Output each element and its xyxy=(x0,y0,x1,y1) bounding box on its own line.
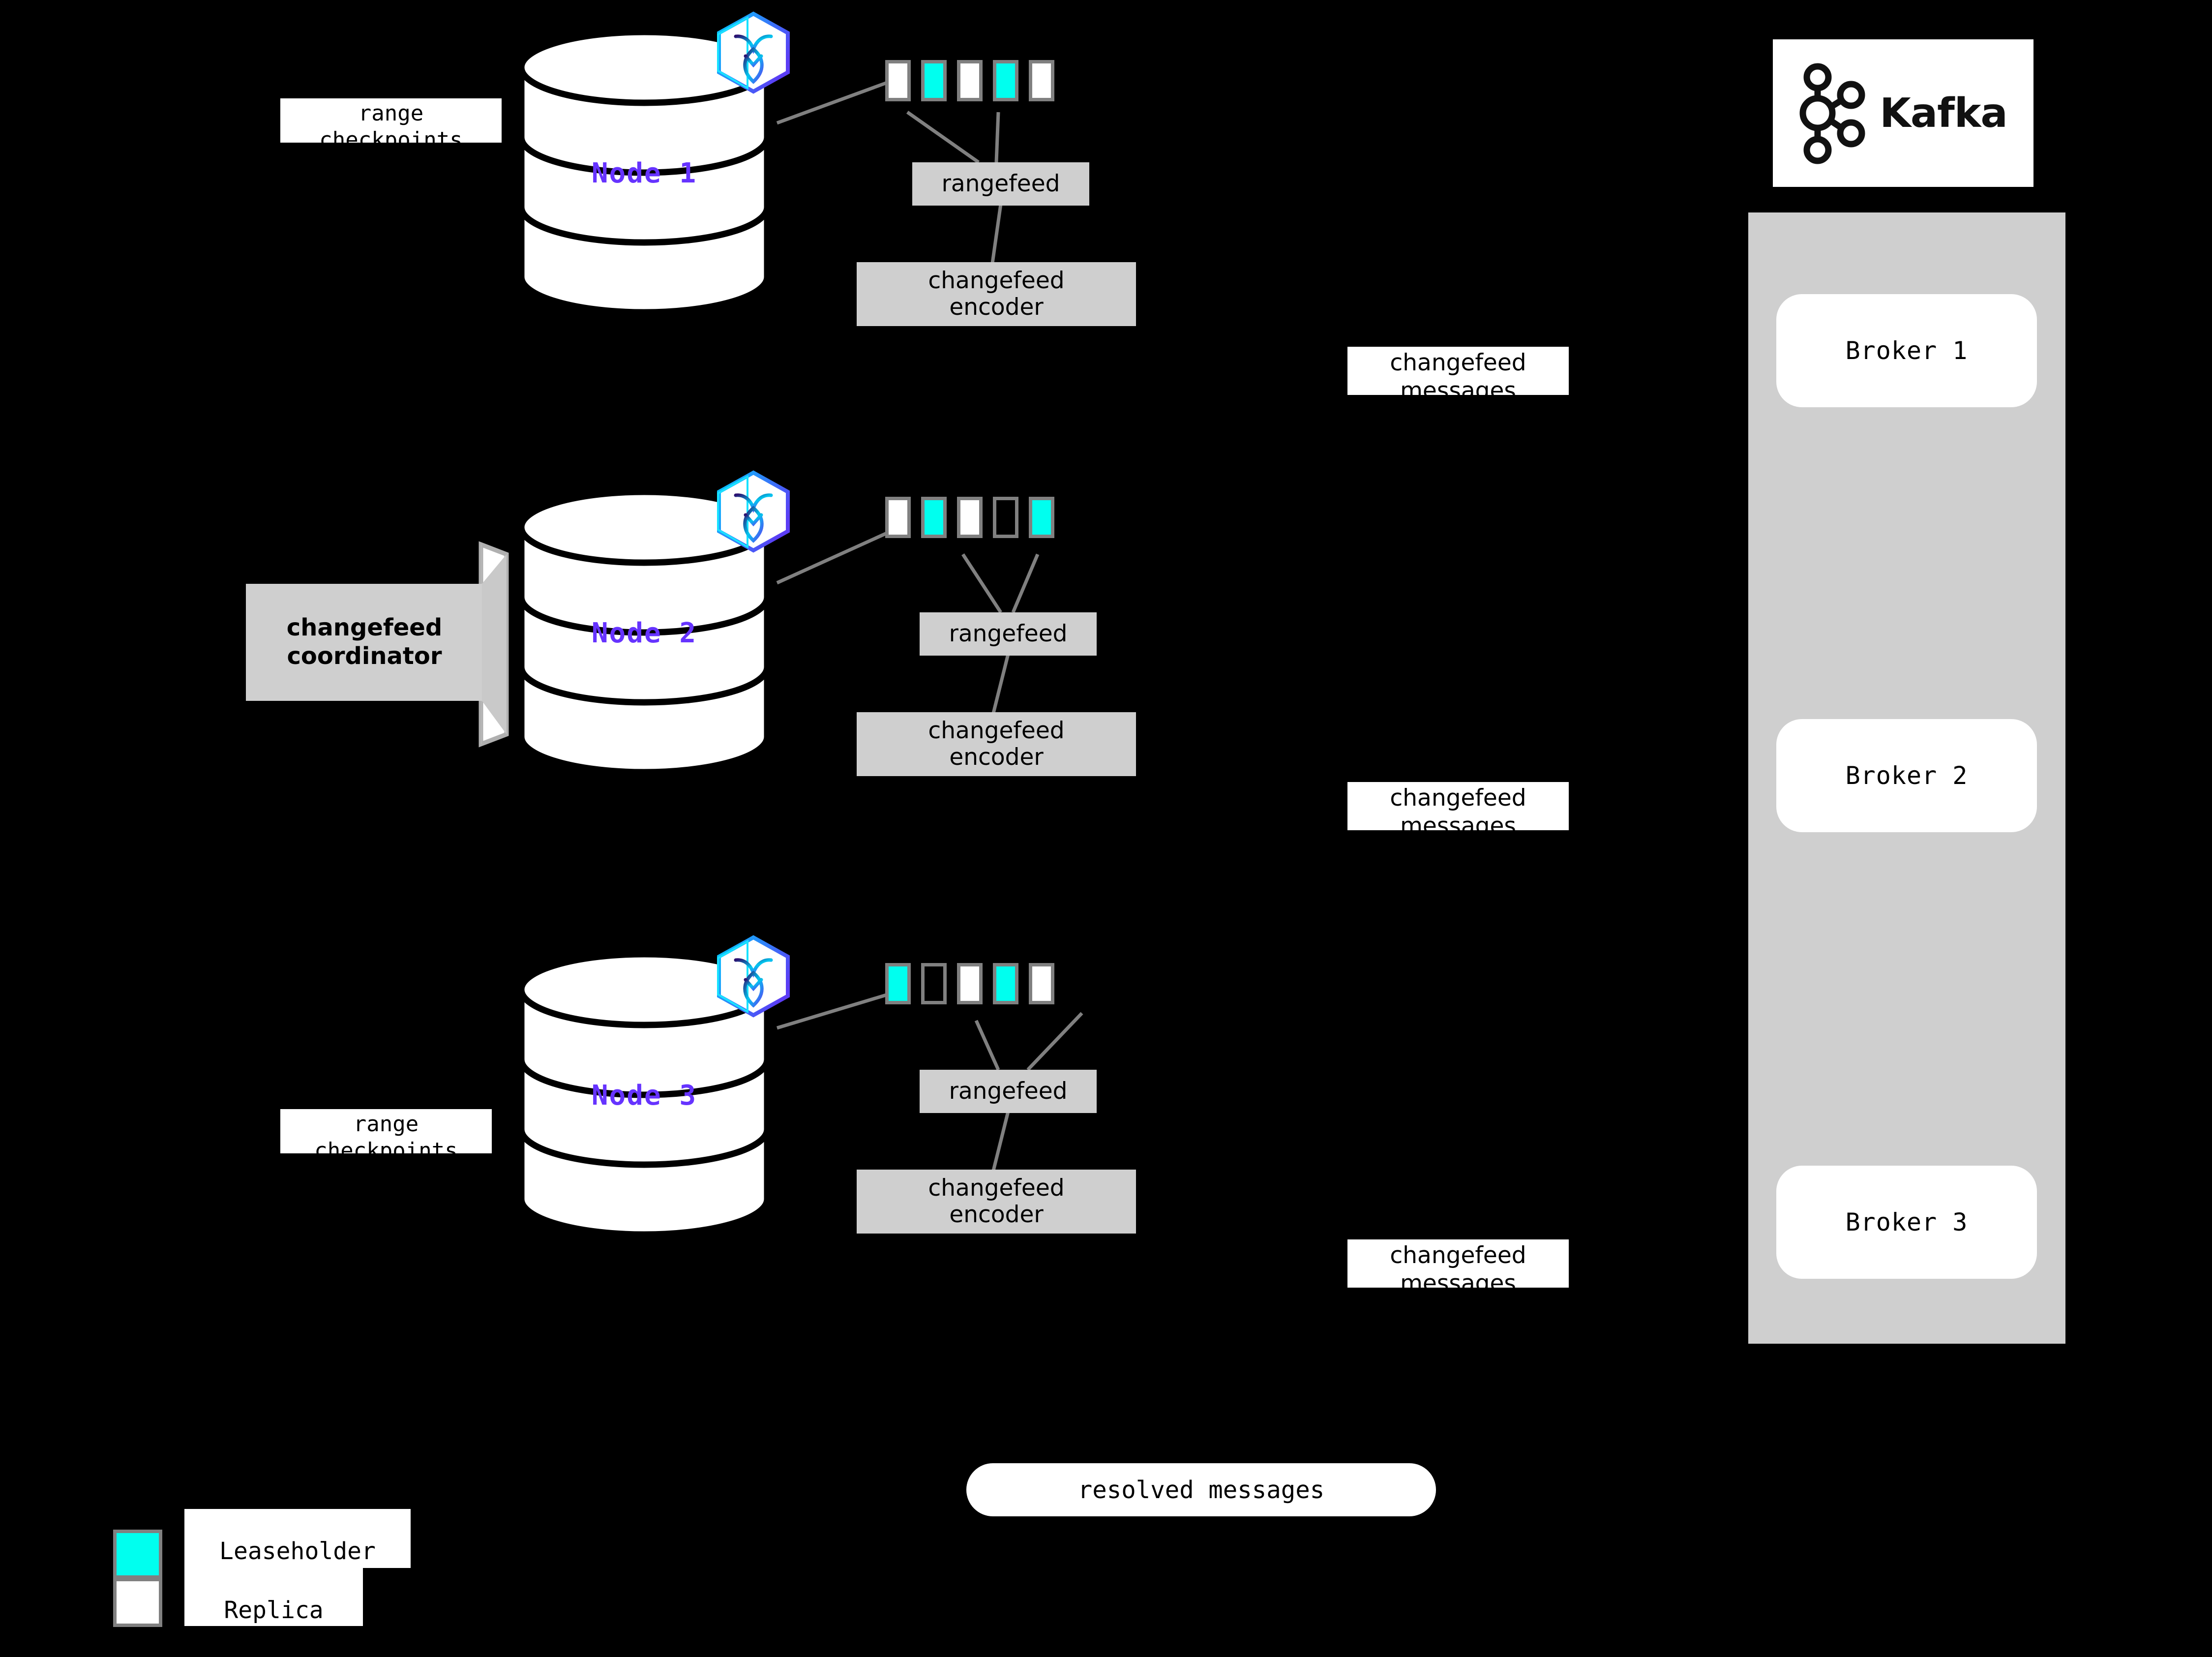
node-1-rangefeed-box[interactable]: rangefeed xyxy=(912,162,1089,206)
leaseholder-text: Leaseholder xyxy=(219,1537,376,1565)
range-leaseholder[interactable] xyxy=(1029,497,1054,538)
msg-line1: changefeed xyxy=(1390,1242,1526,1269)
range-leaseholder[interactable] xyxy=(921,497,947,538)
broker-2[interactable]: Broker 2 xyxy=(1776,719,2037,832)
range-replica[interactable] xyxy=(957,963,983,1004)
msg-line1: changefeed xyxy=(1390,784,1526,812)
encoder-line2: encoder xyxy=(949,744,1044,771)
cockroachdb-logo-icon xyxy=(714,470,793,553)
cockroachdb-logo-icon xyxy=(714,11,793,94)
replica-swatch xyxy=(113,1578,162,1627)
node-2-changefeed-encoder-box[interactable]: changefeed encoder xyxy=(857,712,1136,776)
kafka-logo: Kafka xyxy=(1773,39,2033,187)
kafka-wordmark: Kafka xyxy=(1880,90,2007,137)
range-empty[interactable] xyxy=(921,963,947,1004)
range-replica[interactable] xyxy=(957,60,983,101)
msg-line2: messages xyxy=(1400,377,1516,405)
msg-line2: messages xyxy=(1400,813,1516,840)
broker-1-label: Broker 1 xyxy=(1845,336,1968,365)
range-replica[interactable] xyxy=(885,60,911,101)
changefeed-coordinator-callout[interactable]: changefeed coordinator xyxy=(246,539,521,750)
changefeed-messages-label-3: changefeed messages xyxy=(1347,1239,1569,1297)
resolved-messages-pill[interactable]: resolved messages xyxy=(966,1463,1436,1516)
encoder-line1: changefeed xyxy=(928,1174,1065,1202)
range-replica[interactable] xyxy=(885,497,911,538)
changefeed-messages-label-2: changefeed messages xyxy=(1347,782,1569,840)
node-1-range-checkpoints-label: range checkpoints xyxy=(280,98,502,152)
coordinator-line1: changefeed xyxy=(286,614,443,642)
msg-line2: messages xyxy=(1400,1270,1516,1297)
range-replica[interactable] xyxy=(1029,963,1054,1004)
node-1-changefeed-encoder-box[interactable]: changefeed encoder xyxy=(857,262,1136,326)
range-replica[interactable] xyxy=(957,497,983,538)
encoder-line1: changefeed xyxy=(928,267,1065,294)
resolved-messages-label: resolved messages xyxy=(1077,1476,1325,1504)
node-2-rangefeed-box[interactable]: rangefeed xyxy=(920,612,1097,656)
range-empty[interactable] xyxy=(993,497,1018,538)
leaseholder-swatch xyxy=(113,1530,162,1579)
range-leaseholder[interactable] xyxy=(993,60,1018,101)
node-2-range-row xyxy=(885,497,1054,538)
coordinator-line2: coordinator xyxy=(287,642,442,670)
node-3-range-checkpoints-label: range checkpoints xyxy=(280,1109,492,1163)
broker-3-label: Broker 3 xyxy=(1845,1208,1968,1236)
node-1-range-row xyxy=(885,60,1054,101)
encoder-line2: encoder xyxy=(949,294,1044,321)
node-3-changefeed-encoder-box[interactable]: changefeed encoder xyxy=(857,1170,1136,1234)
coordinator-text: changefeed coordinator xyxy=(249,584,480,701)
range-checkpoints-line1: range xyxy=(353,1112,419,1137)
broker-3[interactable]: Broker 3 xyxy=(1776,1166,2037,1279)
range-checkpoints-line2: checkpoints xyxy=(314,1138,458,1163)
broker-1[interactable]: Broker 1 xyxy=(1776,294,2037,407)
range-replica[interactable] xyxy=(1029,60,1054,101)
changefeed-messages-label-1: changefeed messages xyxy=(1347,347,1569,404)
cockroachdb-logo-icon xyxy=(714,934,793,1018)
leaseholder-legend-label: Leaseholder xyxy=(184,1509,411,1568)
replica-legend-label: Replica xyxy=(184,1568,363,1626)
node-3-rangefeed-box[interactable]: rangefeed xyxy=(920,1070,1097,1113)
range-leaseholder[interactable] xyxy=(885,963,911,1004)
range-leaseholder[interactable] xyxy=(921,60,947,101)
encoder-line2: encoder xyxy=(949,1201,1044,1228)
broker-2-label: Broker 2 xyxy=(1845,761,1968,790)
range-checkpoints-line2: checkpoints xyxy=(319,127,463,152)
replica-text: Replica xyxy=(224,1597,324,1624)
range-checkpoints-line1: range xyxy=(358,101,424,126)
kafka-mark-icon xyxy=(1799,63,1865,164)
range-leaseholder[interactable] xyxy=(993,963,1018,1004)
node-3-range-row xyxy=(885,963,1054,1004)
encoder-line1: changefeed xyxy=(928,717,1065,744)
msg-line1: changefeed xyxy=(1390,349,1526,376)
